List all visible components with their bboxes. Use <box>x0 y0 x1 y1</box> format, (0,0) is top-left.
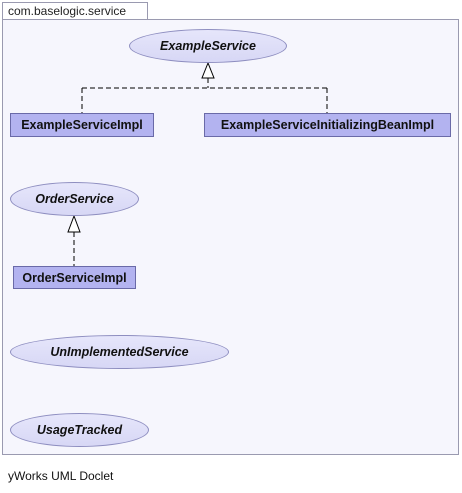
package-body <box>2 19 459 455</box>
class-example-service-initializing-bean-impl[interactable]: ExampleServiceInitializingBeanImpl <box>204 113 451 137</box>
interface-unimplemented-service[interactable]: UnImplementedService <box>10 335 229 369</box>
class-example-service-impl-label: ExampleServiceImpl <box>21 118 143 132</box>
package-name: com.baselogic.service <box>8 4 127 18</box>
interface-example-service-label: ExampleService <box>160 39 256 53</box>
realization-arrowhead <box>201 61 215 79</box>
interface-order-service-label: OrderService <box>35 192 114 206</box>
class-order-service-impl-label: OrderServiceImpl <box>22 270 127 285</box>
class-example-service-impl[interactable]: ExampleServiceImpl <box>10 113 154 137</box>
interface-usage-tracked-label: UsageTracked <box>36 423 123 437</box>
interface-example-service[interactable]: ExampleService <box>129 29 287 63</box>
realization-arrowhead <box>67 214 81 233</box>
interface-order-service[interactable]: OrderService <box>10 182 139 216</box>
interface-usage-tracked[interactable]: UsageTracked <box>10 413 149 447</box>
class-example-service-initializing-bean-impl-label: ExampleServiceInitializingBeanImpl <box>220 118 435 132</box>
realization-order-service <box>67 214 81 266</box>
package-tab: com.baselogic.service <box>2 2 148 20</box>
interface-unimplemented-service-label: UnImplementedService <box>50 345 189 359</box>
realization-example-service <box>81 61 328 113</box>
footer-label: yWorks UML Doclet <box>8 469 114 483</box>
class-order-service-impl[interactable]: OrderServiceImpl <box>13 266 136 289</box>
